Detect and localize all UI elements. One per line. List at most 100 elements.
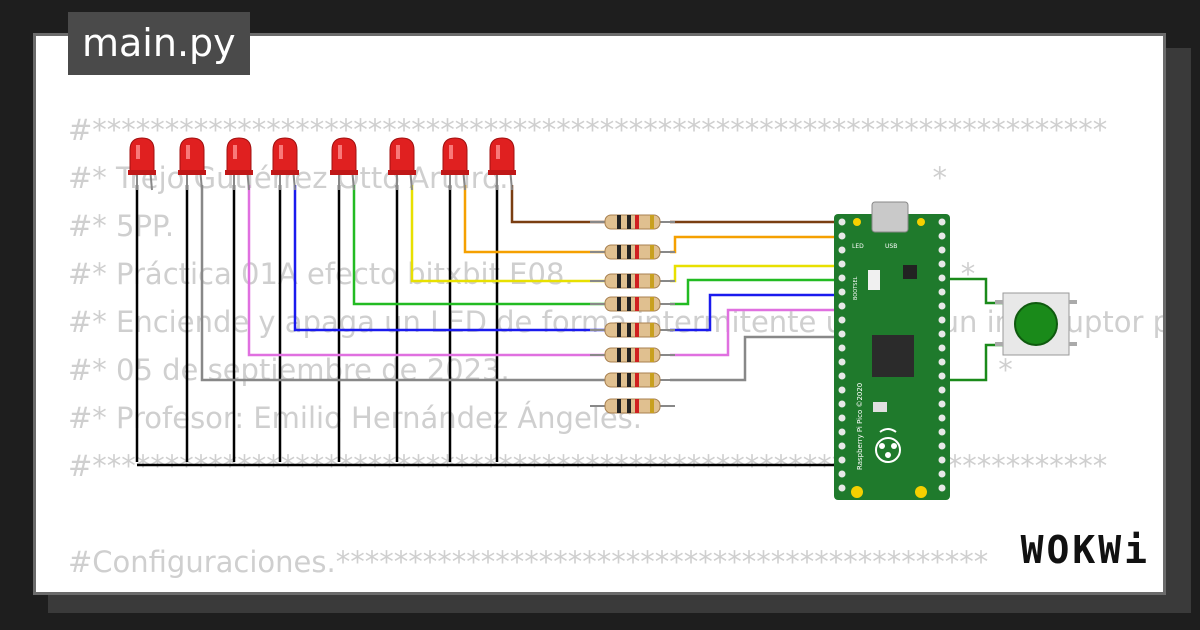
wokwi-logo: WOKWi	[1020, 528, 1150, 572]
resistor-band	[650, 274, 654, 288]
resistor-band	[650, 348, 654, 362]
led-label: LED	[852, 243, 864, 250]
resistor-band	[635, 215, 639, 229]
resistor-band	[627, 399, 631, 413]
pin-left	[838, 344, 846, 352]
raspberry-logo-icon	[875, 428, 901, 463]
resistor-band	[617, 215, 621, 229]
resistor-band	[617, 348, 621, 362]
pin-left	[838, 274, 846, 282]
pin-right	[938, 274, 946, 282]
mount-hole-br	[915, 486, 927, 498]
pin-right	[938, 330, 946, 338]
push-button[interactable]	[950, 277, 1077, 382]
pin-right	[938, 218, 946, 226]
debug-pad	[873, 402, 887, 412]
pin-right	[938, 400, 946, 408]
pin-left	[838, 302, 846, 310]
led-anode-wire	[247, 185, 605, 357]
led-body	[442, 137, 468, 173]
chip-small	[903, 265, 917, 279]
pin-left	[838, 470, 846, 478]
pin-right	[938, 484, 946, 492]
pin-left	[838, 442, 846, 450]
mount-hole-tl	[853, 218, 861, 226]
led-highlight	[279, 145, 283, 159]
pin-right	[938, 288, 946, 296]
resistor-band	[627, 274, 631, 288]
pin-right	[938, 232, 946, 240]
resistor	[590, 322, 675, 338]
resistor-band	[650, 245, 654, 259]
resistor-band	[650, 215, 654, 229]
board-pins	[838, 218, 946, 492]
pico-board[interactable]: USB LED BOOTSEL Raspberry Pi Pico ©2020	[834, 201, 950, 500]
pin-left	[838, 288, 846, 296]
pin-right	[938, 428, 946, 436]
led-highlight	[186, 145, 190, 159]
led	[388, 137, 416, 191]
resistor-board-wire	[670, 335, 840, 382]
led	[441, 137, 469, 191]
led	[128, 137, 156, 191]
led-body	[272, 137, 298, 173]
resistor-band	[650, 297, 654, 311]
led-body	[179, 137, 205, 173]
resistor-board-wire	[670, 235, 840, 254]
pin-left	[838, 400, 846, 408]
wires	[135, 185, 840, 467]
resistor-band	[635, 348, 639, 362]
bootsel-label: BOOTSEL	[853, 276, 859, 300]
leds	[128, 137, 516, 191]
pin-left	[838, 428, 846, 436]
resistor-band	[617, 274, 621, 288]
resistor-band	[617, 297, 621, 311]
led-highlight	[136, 145, 140, 159]
led-highlight	[233, 145, 237, 159]
led-anode-wire	[463, 185, 605, 254]
pin-right	[938, 302, 946, 310]
resistor-band	[617, 373, 621, 387]
led	[225, 137, 253, 191]
pin-left	[838, 456, 846, 464]
mount-hole-bl	[851, 486, 863, 498]
led	[488, 137, 516, 191]
pin-right	[938, 442, 946, 450]
resistors	[590, 214, 675, 414]
led-rim	[488, 170, 516, 175]
pin-left	[838, 316, 846, 324]
pin-right	[938, 316, 946, 324]
bootsel-button[interactable]	[868, 270, 880, 290]
usb-label: USB	[885, 243, 897, 250]
pin-left	[838, 358, 846, 366]
led	[330, 137, 358, 191]
pin-left	[838, 246, 846, 254]
file-tab[interactable]: main.py	[68, 12, 250, 75]
led-body	[489, 137, 515, 173]
rp2040-chip	[872, 335, 914, 377]
led-anode-wire	[510, 185, 605, 224]
led-rim	[271, 170, 299, 175]
button-cap[interactable]	[1014, 302, 1058, 346]
pin-left	[838, 386, 846, 394]
pin-right	[938, 456, 946, 464]
resistor-band	[635, 399, 639, 413]
led-highlight	[396, 145, 400, 159]
pin-right	[938, 246, 946, 254]
led-body	[331, 137, 357, 173]
resistor-band	[635, 323, 639, 337]
resistor-band	[617, 323, 621, 337]
led-rim	[178, 170, 206, 175]
led	[178, 137, 206, 191]
pin-right	[938, 372, 946, 380]
led	[271, 137, 299, 191]
led-anode-wire	[200, 185, 605, 382]
pin-right	[938, 260, 946, 268]
resistor-band	[627, 373, 631, 387]
pin-left	[838, 372, 846, 380]
led-rim	[128, 170, 156, 175]
led-anode-wire	[293, 185, 605, 332]
pin-left	[838, 260, 846, 268]
resistor-band	[627, 323, 631, 337]
pin-left	[838, 414, 846, 422]
